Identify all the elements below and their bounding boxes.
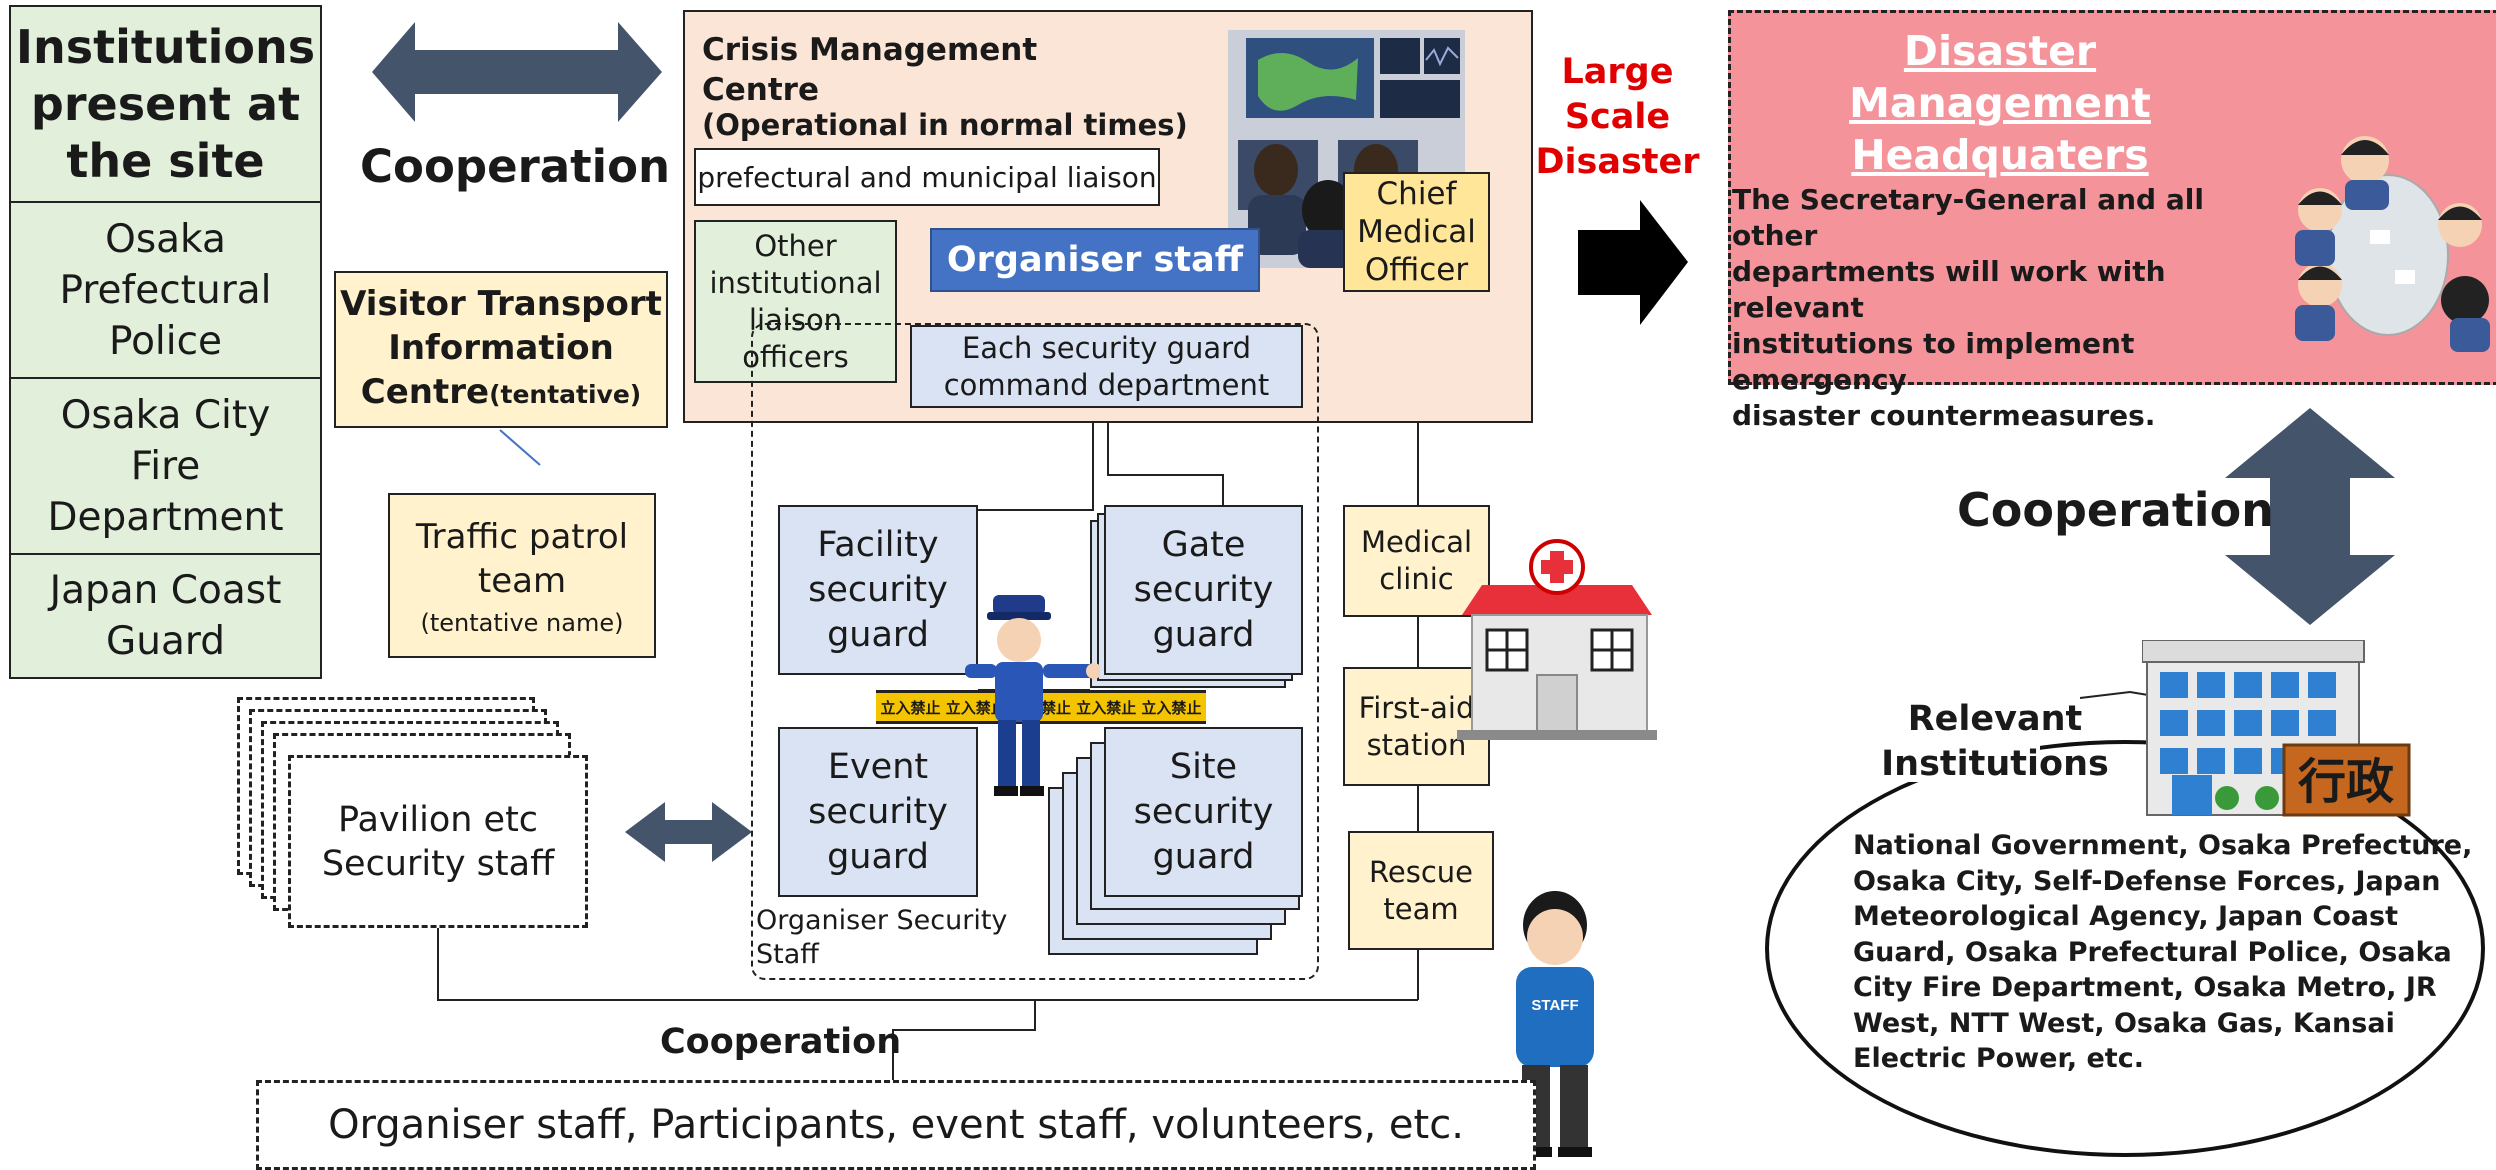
staff-person-illustration: STAFF	[1516, 891, 1594, 1157]
cooperation-label-bottom: Cooperation	[660, 1022, 902, 1062]
visitor-transport-box: Visitor Transport Information Centre(ten…	[334, 271, 668, 428]
liaison-box: prefectural and municipal liaison	[694, 148, 1160, 206]
meeting-illustration	[2295, 136, 2490, 352]
traffic-patrol-box: Traffic patrol team (tentative name)	[388, 493, 656, 658]
institution-osaka-police: Osaka Prefectural Police	[9, 201, 322, 379]
staff-badge-label: STAFF	[1531, 997, 1578, 1014]
cooperation-label-top: Cooperation	[360, 140, 671, 193]
disaster-hq-title: Disaster Management Headquaters	[1849, 27, 2151, 179]
institution-osaka-fire: Osaka City Fire Department	[9, 377, 322, 555]
event-security-guard: Event security guard	[778, 727, 978, 897]
institutions-title: Institutions present at the site	[9, 5, 322, 203]
gate-security-guard: Gate security guard	[1104, 505, 1303, 675]
government-building-illustration: 行政	[2142, 640, 2411, 817]
cooperation-arrow-right	[2225, 408, 2395, 625]
site-security-guard: Site security guard	[1104, 727, 1303, 897]
organiser-security-label: Organiser Security Staff	[756, 905, 1008, 970]
organiser-staff-box: Organiser staff	[930, 228, 1260, 292]
command-department-box: Each security guard command department	[910, 325, 1303, 408]
pavilion-security-staff: Pavilion etc Security staff	[288, 755, 588, 928]
relevant-institutions-title: Relevant Institutions	[1881, 699, 2109, 784]
traffic-patrol-label: Traffic patrol team	[415, 516, 629, 601]
disaster-hq-body: The Secretary-General and all other depa…	[1732, 183, 2204, 432]
crisis-centre-title: Crisis Management Centre	[702, 32, 1038, 108]
rescue-team: Rescue team	[1348, 831, 1494, 950]
ellipse-gap	[1840, 722, 2040, 782]
other-liaison-officers: Other institutional liaison officers	[694, 220, 897, 383]
visitor-transport-suffix: (tentative)	[489, 380, 642, 409]
medical-clinic: Medical clinic	[1343, 505, 1490, 617]
cooperation-label-right: Cooperation	[1957, 483, 2274, 537]
first-aid-station: First-aid station	[1343, 667, 1490, 786]
relevant-institutions-body: National Government, Osaka Prefecture, O…	[1853, 830, 2473, 1074]
cooperation-arrow-top	[372, 22, 662, 122]
hospital-illustration	[1457, 539, 1657, 740]
organiser-security-group	[751, 323, 1319, 980]
visitor-transport-label: Visitor Transport Information Centre	[340, 284, 662, 412]
bottom-participants-box: Organiser staff, Participants, event sta…	[256, 1080, 1536, 1170]
facility-security-guard: Facility security guard	[778, 505, 978, 675]
institution-coast-guard: Japan Coast Guard	[9, 553, 322, 679]
chief-medical-officer: Chief Medical Officer	[1343, 172, 1490, 292]
large-scale-disaster-label: Large Scale Disaster	[1535, 52, 1700, 182]
disaster-arrow	[1578, 200, 1688, 325]
traffic-patrol-sub: (tentative name)	[420, 608, 624, 637]
government-sign-text: 行政	[2298, 754, 2394, 810]
security-guard-illustration	[965, 595, 1100, 796]
crisis-centre-subtitle: (Operational in normal times)	[702, 108, 1188, 142]
pavilion-arrow	[625, 802, 752, 862]
